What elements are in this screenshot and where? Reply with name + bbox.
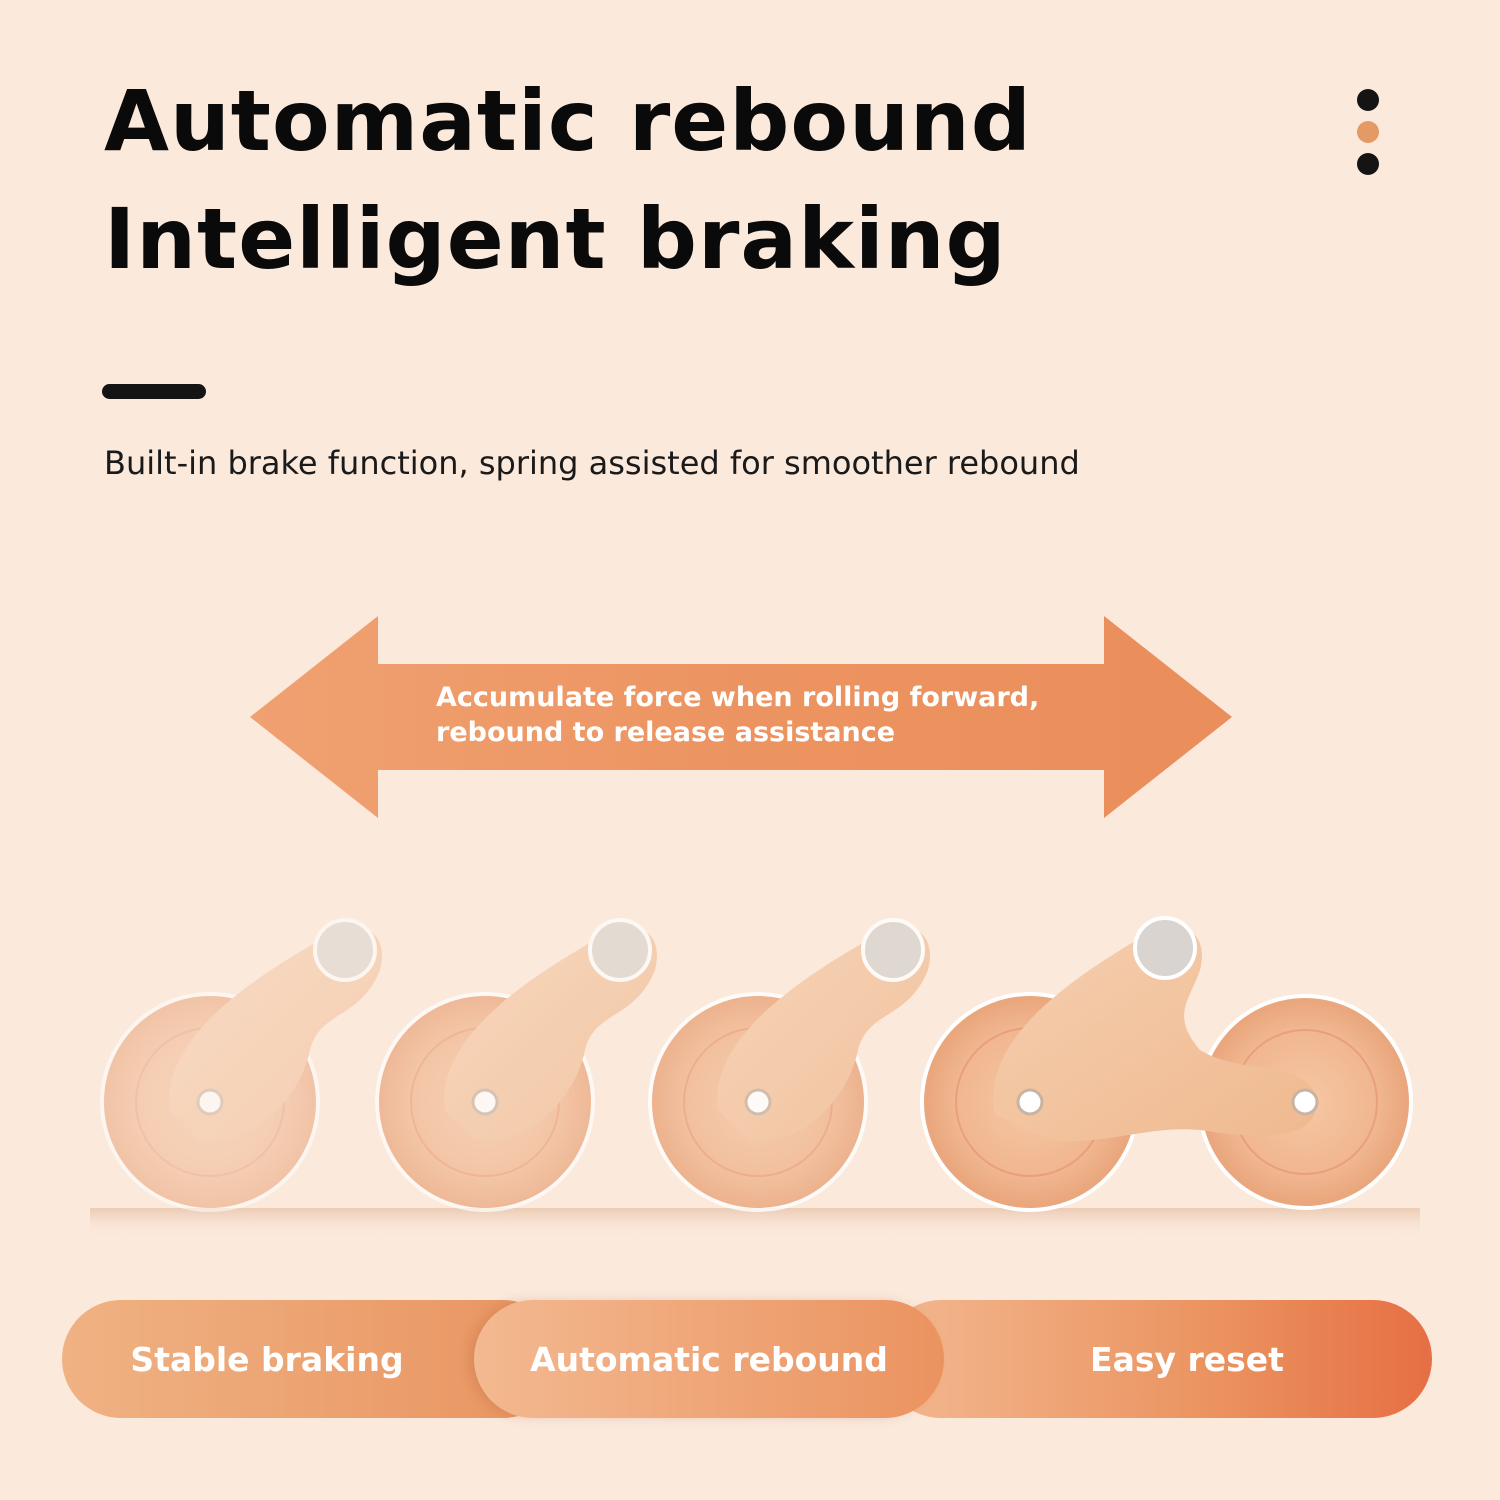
ab-roller-wheel-icon <box>920 916 1413 1212</box>
arrow-caption-line-2: rebound to release assistance <box>436 717 896 748</box>
ab-roller-wheel-icon <box>375 918 657 1212</box>
feature-pill-stable-braking: Stable braking <box>62 1300 562 1418</box>
feature-label: Easy reset <box>1090 1339 1284 1379</box>
force-arrow: Accumulate force when rolling forward, r… <box>250 616 1232 818</box>
dot-top-icon <box>1357 89 1379 111</box>
ab-roller-wheel-icon <box>648 918 930 1212</box>
arrow-caption: Accumulate force when rolling forward, r… <box>436 680 1039 750</box>
subtitle: Built-in brake function, spring assisted… <box>104 444 1080 482</box>
dot-bottom-icon <box>1357 153 1379 175</box>
double-arrow-icon <box>250 616 1232 818</box>
heading-line-2: Intelligent braking <box>104 190 1007 288</box>
feature-pill-automatic-rebound: Automatic rebound <box>474 1300 944 1418</box>
title-divider <box>102 384 206 399</box>
roller-sequence <box>90 916 1420 1238</box>
arrow-caption-line-1: Accumulate force when rolling forward, <box>436 682 1040 713</box>
ab-roller-wheel-icon <box>100 918 382 1212</box>
vertical-dots-icon[interactable] <box>1357 89 1381 179</box>
feature-bar: Stable braking Easy reset Automatic rebo… <box>62 1300 1432 1418</box>
feature-pill-easy-reset: Easy reset <box>882 1300 1432 1418</box>
heading-line-1: Automatic rebound <box>104 72 1032 170</box>
feature-label: Stable braking <box>130 1339 404 1379</box>
dot-middle-icon <box>1357 121 1379 143</box>
page-heading: Automatic rebound Intelligent braking <box>104 62 1032 298</box>
feature-label: Automatic rebound <box>530 1339 888 1379</box>
